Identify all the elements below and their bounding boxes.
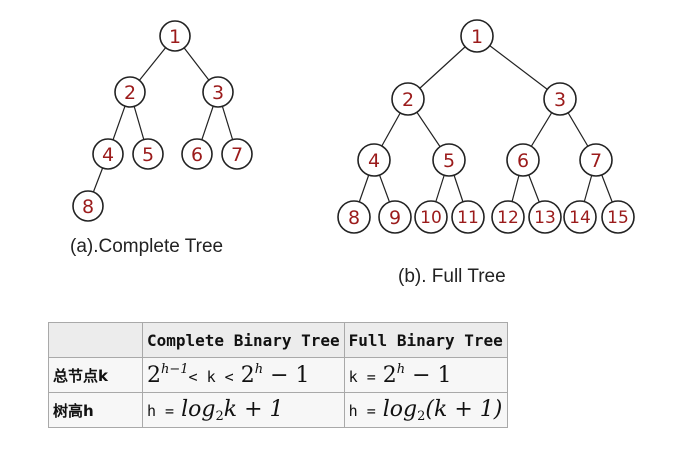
tree-node-4: [357, 143, 391, 177]
table-row-tree-height: 树高h h = log2k + 1 h = log2(k + 1): [48, 392, 508, 428]
tree-node-label-14: 14: [569, 208, 591, 228]
tree-node-1: [159, 20, 191, 52]
tree-node-label-3: 3: [212, 82, 224, 104]
tree-node-label-1: 1: [471, 26, 483, 48]
tree-node-label-3: 3: [554, 89, 566, 111]
formula-base-2: 2: [240, 363, 255, 388]
tree-node-label-8: 8: [82, 196, 94, 218]
tree-node-label-2: 2: [124, 82, 136, 104]
full-tree-caption: (b). Full Tree: [398, 266, 506, 287]
formula-log: log: [382, 396, 418, 422]
tree-node-label-7: 7: [590, 150, 602, 172]
tree-node-label-15: 15: [607, 208, 629, 228]
tree-node-label-9: 9: [389, 207, 401, 229]
tree-node-label-1: 1: [169, 26, 181, 48]
formula-middle: < k <: [188, 368, 234, 386]
tree-node-2: [391, 82, 425, 116]
tree-node-5: [132, 138, 164, 170]
tree-node-3: [543, 82, 577, 116]
formula-rest: (k + 1): [425, 396, 503, 422]
formula-exponent: h−1: [161, 362, 189, 377]
tree-edge: [476, 35, 561, 100]
tree-node-label-6: 6: [517, 150, 529, 172]
tree-node-label-7: 7: [231, 144, 243, 166]
tree-node-label-12: 12: [497, 208, 519, 228]
tree-node-12: [491, 200, 525, 234]
formula-lhs: h =: [147, 401, 175, 420]
full-height-formula: h = log2(k + 1): [343, 392, 508, 428]
tree-node-7: [221, 138, 253, 170]
row-label-tree-height: 树高h: [48, 392, 143, 428]
comparison-table: Complete Binary Tree Full Binary Tree 总节…: [48, 322, 508, 428]
tree-node-5: [432, 143, 466, 177]
tree-node-10: [414, 200, 448, 234]
formula-log-base: 2: [417, 408, 426, 424]
tree-node-label-6: 6: [191, 144, 203, 166]
table-row-total-nodes: 总节点k 2h−1< k < 2h − 1 k = 2h − 1: [48, 357, 508, 393]
tree-node-6: [506, 143, 540, 177]
formula-rest: k + 1: [223, 396, 284, 422]
tree-node-11: [451, 200, 485, 234]
formula-lhs: h =: [348, 401, 376, 420]
formula-tail: − 1: [263, 363, 310, 388]
formula-log-base: 2: [215, 408, 224, 424]
header-full-binary-tree: Full Binary Tree: [343, 322, 508, 358]
tree-node-label-2: 2: [402, 89, 414, 111]
formula-lhs: k =: [348, 368, 376, 386]
formula-log: log: [181, 396, 216, 422]
table-corner-cell: [48, 322, 143, 358]
tree-node-label-5: 5: [443, 150, 455, 172]
tree-node-8: [337, 200, 371, 234]
header-complete-binary-tree: Complete Binary Tree: [142, 322, 345, 358]
tree-node-4: [92, 138, 124, 170]
formula-base: 2: [382, 363, 397, 388]
tree-node-15: [601, 200, 635, 234]
tree-node-label-11: 11: [457, 208, 479, 228]
tree-node-9: [378, 200, 412, 234]
formula-exponent: h: [396, 362, 406, 377]
tree-node-14: [563, 200, 597, 234]
tree-node-2: [114, 76, 146, 108]
tree-node-label-4: 4: [102, 144, 114, 166]
tree-node-label-10: 10: [420, 208, 442, 228]
tree-node-13: [528, 200, 562, 234]
full-total-nodes-formula: k = 2h − 1: [343, 357, 508, 393]
row-label-total-nodes: 总节点k: [48, 357, 143, 393]
table-header-row: Complete Binary Tree Full Binary Tree: [48, 322, 508, 358]
tree-node-8: [72, 190, 104, 222]
complete-tree-caption: (a).Complete Tree: [70, 236, 224, 257]
tree-node-label-8: 8: [348, 207, 360, 229]
formula-exponent-2: h: [254, 362, 264, 377]
tree-node-3: [202, 76, 234, 108]
complete-total-nodes-formula: 2h−1< k < 2h − 1: [142, 357, 345, 393]
tree-node-label-4: 4: [368, 150, 380, 172]
formula-base: 2: [147, 363, 161, 388]
tree-node-7: [579, 143, 613, 177]
tree-node-1: [460, 19, 494, 53]
complete-tree: 1 2 3 4 5 6 7 8: [72, 20, 253, 222]
formula-tail: − 1: [405, 363, 452, 388]
tree-node-label-13: 13: [534, 208, 556, 228]
tree-node-6: [181, 138, 213, 170]
tree-node-label-5: 5: [142, 144, 154, 166]
complete-height-formula: h = log2k + 1: [142, 392, 345, 428]
